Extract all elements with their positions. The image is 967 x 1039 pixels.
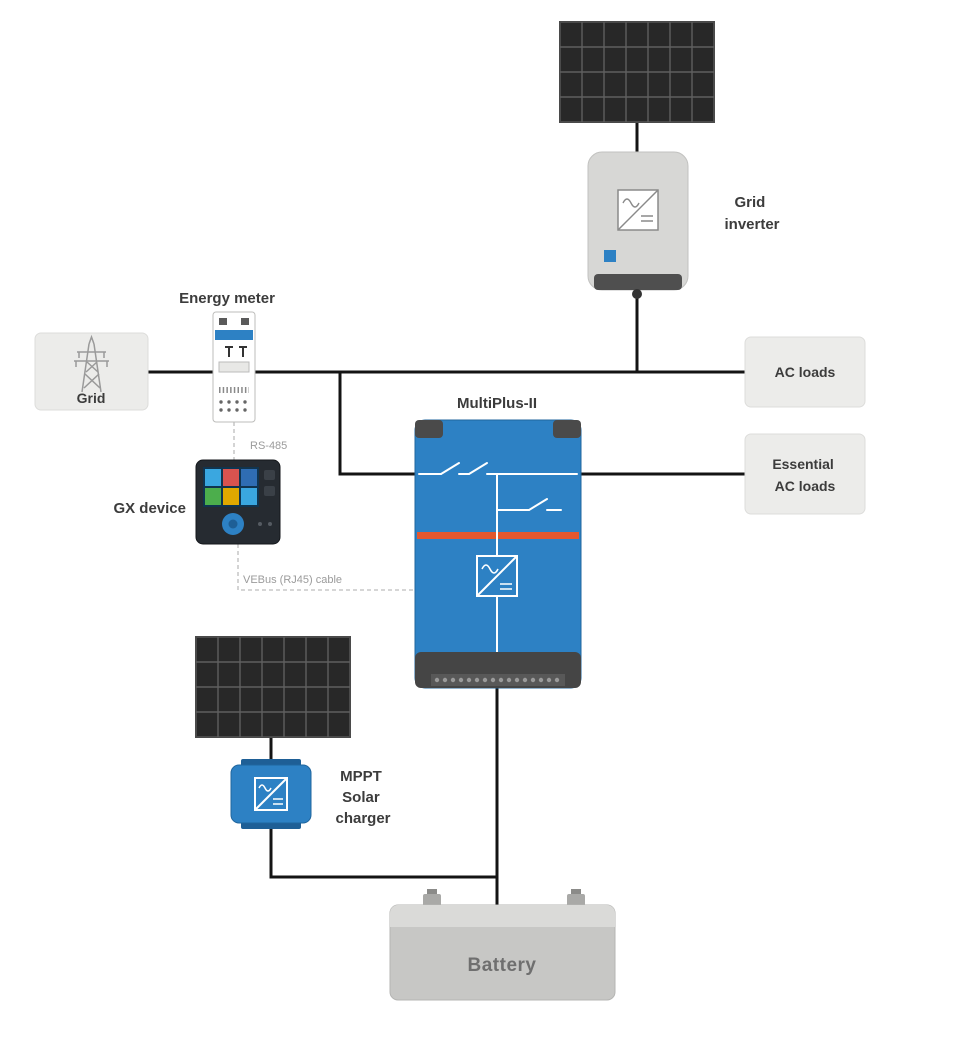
essential-ac-loads-label: Essential AC loads: [772, 456, 837, 494]
meter-display: [218, 361, 250, 373]
energy-meter-label: Energy meter: [179, 290, 275, 307]
gx-device: [195, 459, 281, 545]
mppt-converter-icon: [254, 777, 288, 811]
mppt-to-battery-line: [269, 823, 497, 879]
grid-inverter-label: Grid inverter: [724, 194, 779, 233]
grid-inverter-indicator: [604, 250, 616, 262]
vebus-label: VEBus (RJ45) cable: [243, 574, 342, 586]
gx-led-1: [258, 522, 262, 526]
multiplus-terminal-strip: [431, 674, 565, 686]
gx-wheel-center: [228, 519, 238, 529]
multiplus-bracket-top-right: [553, 420, 581, 438]
battery-post-right: [571, 889, 581, 897]
energy-meter-device: [212, 311, 256, 423]
rs485-label: RS-485: [250, 440, 287, 452]
pv-grid-lines: [196, 637, 350, 737]
transfer-switch-schematic: [418, 462, 578, 653]
bus-to-multiplus-line: [338, 372, 417, 476]
essential-ac-loads-box: Essential AC loads: [744, 433, 866, 515]
pv-grid-lines: [560, 22, 714, 122]
pv-array-top: [559, 21, 715, 123]
grid-inverter-foot: [632, 289, 642, 299]
pv-inverter-icon: [617, 189, 659, 231]
ac-loads-box: AC loads: [744, 336, 866, 408]
mppt-device: [230, 759, 312, 829]
meter-blue-strip: [215, 330, 253, 340]
grid-box: Grid: [34, 332, 149, 411]
multiplus-bracket-top-left: [415, 420, 443, 438]
pylon-icon: [74, 334, 109, 393]
gx-button-bottom: [264, 486, 275, 496]
gx-led-2: [268, 522, 272, 526]
battery-post-left: [427, 889, 437, 897]
inverter-charger-icon: [476, 555, 518, 597]
gx-device-label: GX device: [113, 500, 186, 517]
battery-label: Battery: [468, 955, 537, 976]
vebus-cable: [237, 544, 418, 591]
grid-box-label: Grid: [77, 390, 106, 406]
gx-button-top: [264, 470, 275, 480]
multiplus-terminals: [434, 677, 560, 683]
pv-array-bottom: [195, 636, 351, 738]
meter-plug-symbols: [225, 346, 247, 357]
gx-screen: [203, 467, 259, 507]
meter-terminal-dots: [219, 400, 247, 412]
multiplus-device: [414, 419, 582, 689]
battery: Battery: [389, 889, 616, 1001]
grid-inverter-device: [587, 151, 689, 299]
multiplus-label: MultiPlus-II: [457, 395, 537, 412]
ac-loads-label: AC loads: [775, 364, 836, 380]
battery-top-band: [390, 905, 615, 927]
meter-terminal-top-right: [241, 318, 249, 325]
grid-inverter-base: [594, 274, 682, 290]
mppt-label: MPPT Solar charger: [335, 768, 390, 827]
meter-terminal-top-left: [219, 318, 227, 325]
